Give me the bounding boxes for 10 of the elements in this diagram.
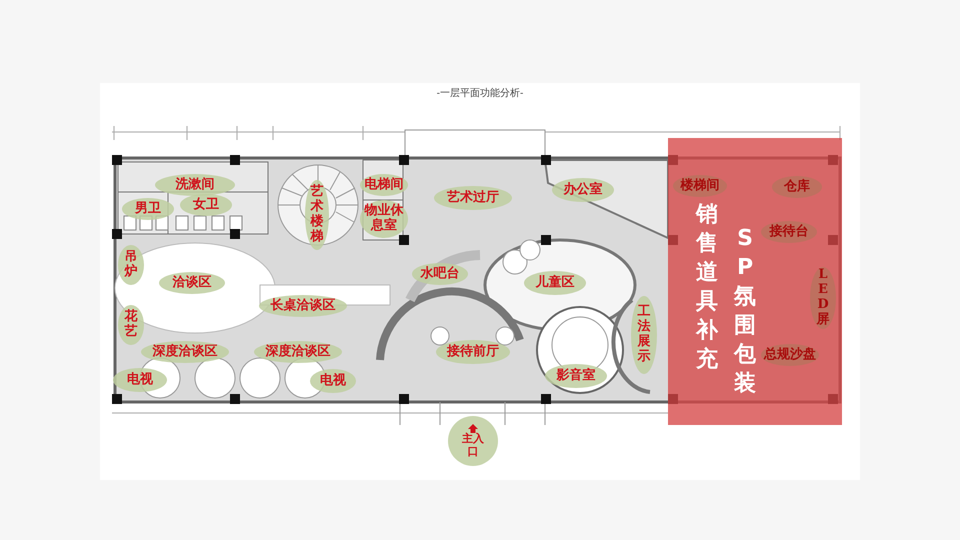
zone-label: LED屏 [810,267,836,329]
zone-label: 接待台 [761,221,817,243]
zone-label: 仓库 [772,176,822,198]
entrance-text: 主入口 [461,432,485,458]
zone-label: 总规沙盘 [761,344,819,366]
diagram-title: -一层平面功能分析- [436,86,524,100]
overlay-text: SP氛围包装 [733,225,757,398]
zone-label: 楼梯间 [673,175,727,197]
overlay-text: 销售道具补充 [695,201,719,374]
highlight-overlay [668,138,842,425]
